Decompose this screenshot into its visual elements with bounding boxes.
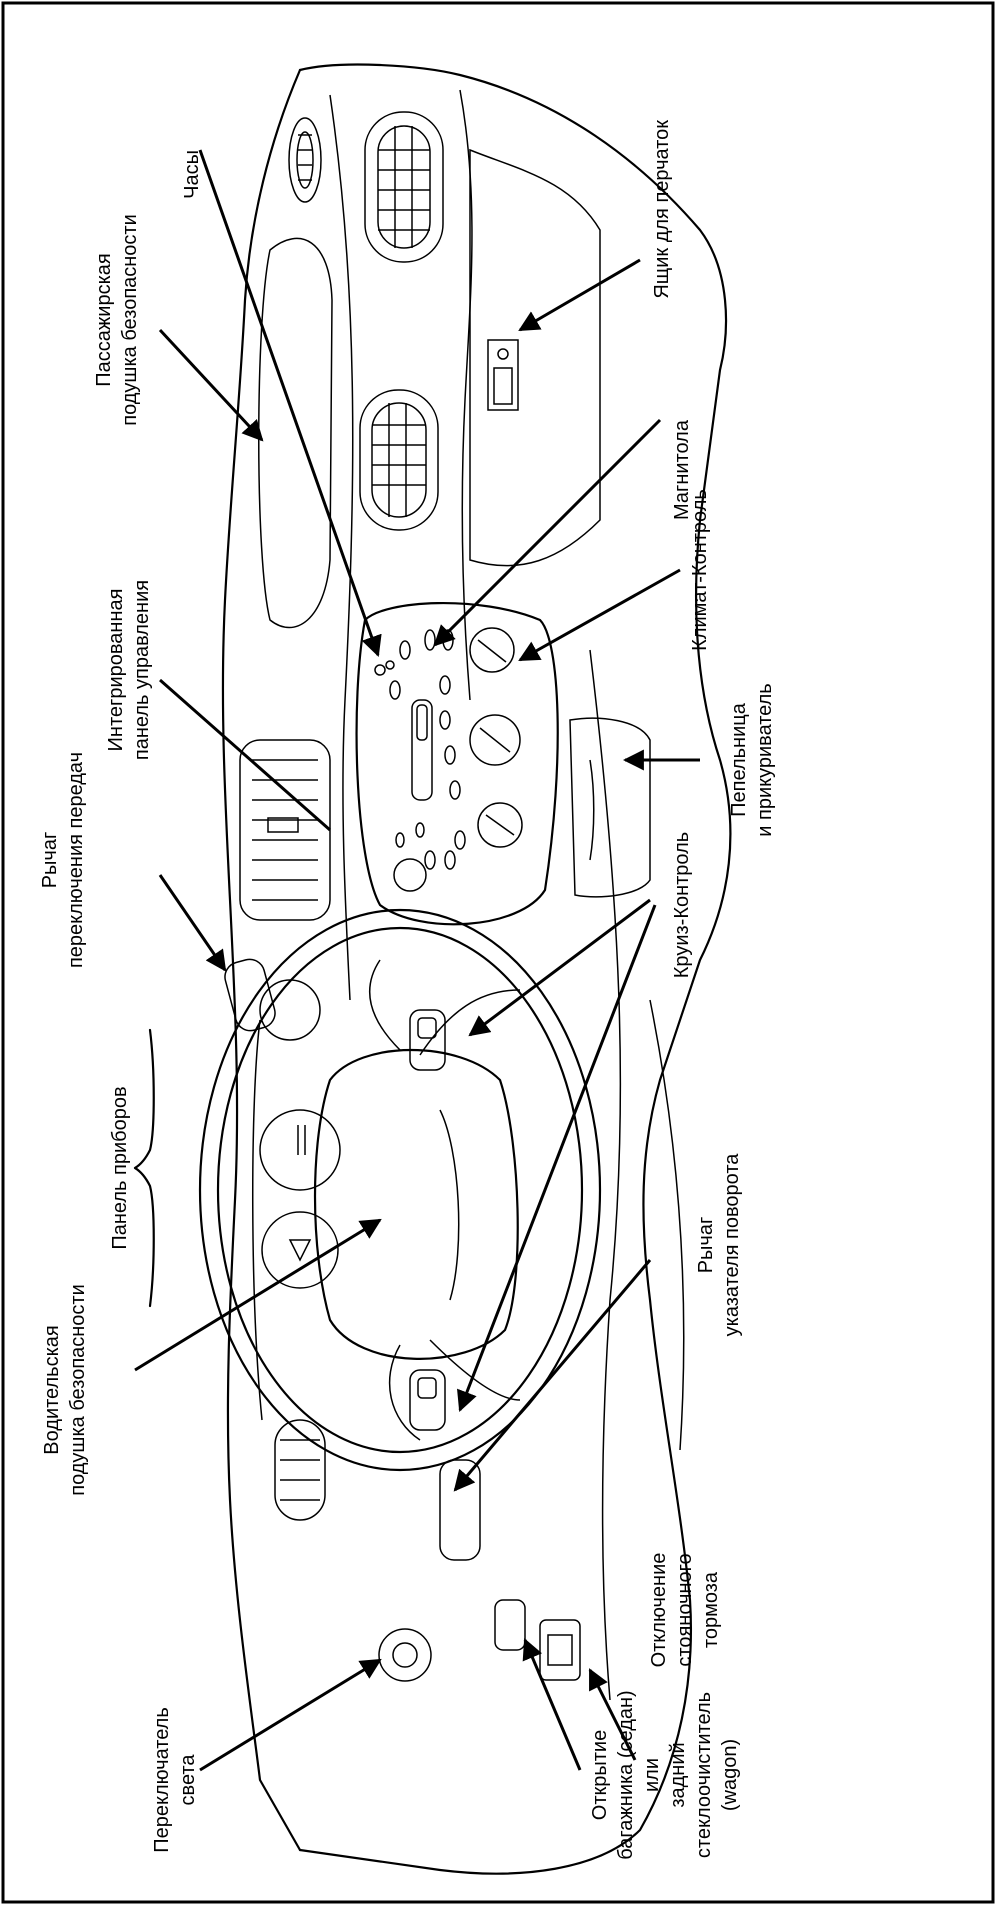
integrated-panel-line [159, 678, 331, 832]
parking-brake-release [539, 1619, 581, 1681]
dashboard-drawing [198, 63, 732, 1875]
label-gear-lever-2: переключения передач [65, 752, 87, 968]
light-switch [378, 1628, 432, 1682]
radio-arrow [433, 418, 662, 647]
label-driver-airbag-1: Водительская [41, 1325, 63, 1455]
driver-side-vent [274, 1419, 326, 1521]
label-parking-brake-3: тормоза [700, 1571, 722, 1648]
ashtray-shape [569, 717, 651, 898]
label-glove-box: Ящик для перчаток [651, 120, 673, 299]
climate-control-arrow [518, 568, 681, 662]
small-vents [288, 117, 322, 203]
label-trunk-5: стеклоочиститель [693, 1692, 715, 1858]
label-passenger-airbag-1: Пассажирская [93, 253, 115, 386]
turn-signal-stalk [439, 1459, 481, 1561]
instrument-cluster [251, 1019, 341, 1421]
label-light-switch-2: света [177, 1754, 199, 1806]
label-trunk-4: задний [667, 1742, 689, 1807]
label-trunk-1: Открытие [589, 1730, 611, 1820]
label-light-switch-1: Переключатель [151, 1707, 173, 1853]
label-gear-lever-1: Рычаг [39, 832, 61, 889]
label-instrument-panel: Панель приборов [109, 1086, 131, 1249]
passenger-vent-lower [359, 389, 439, 531]
glove-box-shape [469, 148, 601, 567]
integrated-panel-shape [355, 602, 559, 926]
label-trunk-2: багажника (седан) [615, 1690, 637, 1859]
label-radio: Магнитола [671, 419, 693, 520]
label-turn-signal-1: Рычаг [695, 1217, 717, 1274]
panel-buttons [374, 629, 466, 892]
gear-lever [224, 958, 321, 1041]
label-ashtray-2: и прикуриватель [754, 683, 776, 836]
callout-arrows [133, 149, 700, 1772]
labels: Часы Ящик для перчаток Пассажирская поду… [39, 120, 776, 1860]
driver-airbag-arrow [134, 1218, 382, 1372]
label-turn-signal-2: указателя поворота [721, 1153, 743, 1337]
label-driver-airbag-2: подушка безопасности [67, 1284, 89, 1496]
label-parking-brake-2: стояночного [674, 1553, 696, 1666]
center-vent [239, 739, 331, 921]
glove-box-arrow [518, 258, 641, 332]
light-switch-arrow [199, 1658, 382, 1772]
trunk-release [494, 1599, 526, 1651]
passenger-airbag-arrow [158, 328, 264, 442]
label-parking-brake-1: Отключение [648, 1553, 670, 1668]
gear-lever-arrow [158, 874, 227, 972]
climate-knobs [469, 627, 523, 848]
label-integrated-panel-1: Интегрированная [105, 589, 127, 752]
turn-signal-arrow [453, 1259, 652, 1492]
label-cruise-control: Круиз-Контроль [671, 832, 693, 978]
parking-brake-arrow [588, 1668, 637, 1761]
passenger-airbag-shape [258, 237, 333, 629]
cruise-control-arrow-2 [457, 904, 657, 1412]
label-integrated-panel-2: панель управления [131, 580, 153, 760]
label-passenger-airbag-2: подушка безопасности [119, 214, 141, 426]
label-climate-control: Климат-Контроль [689, 489, 711, 651]
steering-wheel [198, 908, 602, 1472]
glove-box-latch [487, 339, 519, 411]
label-trunk-6: (wagon) [719, 1739, 741, 1811]
passenger-vent-upper [364, 111, 444, 263]
clock-arrow [198, 149, 382, 657]
label-ashtray-1: Пепельница [728, 702, 750, 817]
cruise-control-arrow-1 [468, 898, 651, 1037]
instrument-panel-brace [133, 1028, 155, 1308]
radio-slot [411, 699, 433, 801]
label-clock: Часы [181, 150, 203, 199]
driver-airbag-shape [313, 1049, 519, 1360]
trunk-arrow [522, 1638, 582, 1771]
label-trunk-3: или [641, 1758, 663, 1792]
